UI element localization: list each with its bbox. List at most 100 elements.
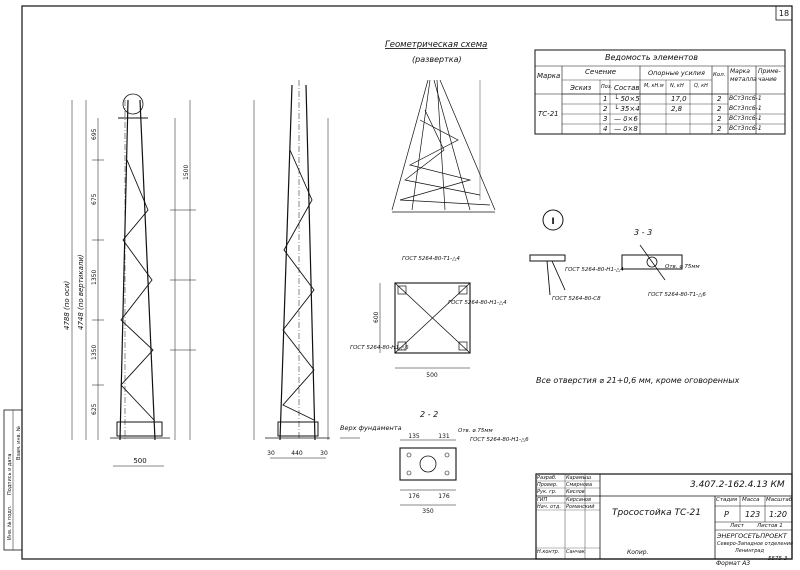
row1-n: 17,0 (671, 95, 687, 103)
dim-plate-350: 350 (422, 508, 434, 515)
view-I-label: I (551, 217, 554, 227)
th-section: Сечение (585, 68, 617, 76)
elements-table-title: Ведомость элементов (605, 53, 698, 62)
sig-role-5: Нач. отд. (537, 504, 561, 510)
dim-plate-131: 131 (438, 433, 450, 440)
side-stamp-replace: Взам. инв. № (16, 425, 22, 460)
sig-role-2: Провер. (537, 482, 558, 488)
dim-695: 695 (91, 128, 98, 140)
row2-pos: 2 (603, 105, 608, 113)
dim-1350-b: 1350 (91, 345, 98, 360)
th-note: Приме-чание (758, 68, 781, 83)
sig-name-2: Смирнова (566, 482, 593, 488)
dim-1500: 1500 (183, 165, 190, 180)
th-m: М, кН.м (644, 83, 664, 89)
dim-440: 440 (291, 450, 303, 457)
row2-comp: └ 35×4 (614, 105, 640, 113)
dim-30-left: 30 (267, 450, 275, 457)
mass-value: 123 (745, 510, 761, 519)
sheet-frame (21, 5, 793, 560)
dim-total-vertical: 4748 (по вертикали) (77, 254, 85, 330)
side-stamp: Инв. № подл. Подпись и дата Взам. инв. № (3, 409, 23, 551)
dim-625: 625 (91, 403, 98, 415)
row-mark-value: ТС-21 (538, 110, 559, 118)
row3-pos: 3 (603, 115, 608, 123)
dim-30-right: 30 (320, 450, 328, 457)
copied-label: Копир. (627, 549, 649, 556)
th-q: Q, кН (694, 83, 708, 89)
th-forces: Опорные усилия (648, 69, 705, 77)
weld-label-7: ГОСТ 5264-80-Н1-△6 (470, 437, 529, 443)
holes-note: Все отверстия ⌀ 21+0,6 мм, кроме оговоре… (536, 376, 740, 385)
weld-label-4: ГОСТ 5264-80-С8 (552, 296, 601, 302)
sig-role-3: Рук. гр. (537, 489, 557, 495)
sig-role-4: ГИП (537, 497, 548, 503)
dim-sec-500: 500 (426, 372, 438, 379)
dim-plate-135: 135 (408, 433, 420, 440)
title-block-grid (535, 473, 793, 560)
scale-label: Масштаб (766, 497, 793, 503)
th-qty: Кол. (713, 72, 726, 78)
hole-note-2: Отв. ⌀ 75мм (458, 428, 493, 434)
sig-name-4: Кирсанов (566, 497, 592, 503)
hole-note-3: Отв. ⌀ 75мм (665, 264, 700, 270)
row3-steel: ВСт3пс6-1 (729, 115, 762, 122)
th-mark: Марка (537, 72, 561, 80)
row4-comp: — δ×8 (614, 125, 638, 133)
weld-label-5: ГОСТ 5264-80-Н1-△4 (565, 267, 624, 273)
row2-n: 2,8 (671, 105, 683, 113)
stage-value: Р (724, 510, 729, 519)
sig-role-6: Н.контр. (537, 549, 560, 555)
plan-section-1 (379, 282, 471, 369)
page-number: 18 (779, 9, 789, 18)
tower-elevation-front (71, 93, 196, 467)
dim-plate-176b: 176 (438, 493, 450, 500)
row4-steel: ВСт3пс6-1 (729, 125, 762, 132)
weld-label-1: ГОСТ 5264-80-Т1-△4 (402, 256, 460, 262)
dim-total-axis: 4788 (по оси) (63, 280, 71, 330)
th-composition: Состав (614, 84, 640, 92)
org-city: Ленинград (735, 548, 764, 554)
row1-comp: └ 50×5 (614, 95, 640, 103)
row1-qty: 2 (717, 95, 722, 103)
section-2-2 (399, 439, 457, 506)
section-2-title: 2 - 2 (420, 410, 438, 419)
drawing-code: 3.407.2-162.4.13 КМ (690, 480, 785, 490)
detail-view-I (529, 209, 566, 296)
row3-comp: — δ×6 (614, 115, 638, 123)
sig-name-3: Кислов (566, 489, 585, 495)
section-3-3 (621, 244, 683, 281)
th-pos: Поз. (601, 84, 613, 90)
weld-label-3: ГОСТ 5264-80-Н1-△6 (350, 345, 409, 351)
note-top-foundation: Верх фундамента (340, 424, 402, 432)
weld-label-6: ГОСТ 5264-80-Т1-△6 (648, 292, 706, 298)
row2-steel: ВСт3пс6-1 (729, 105, 762, 112)
page-number-box (775, 5, 793, 21)
row4-pos: 4 (603, 125, 608, 133)
side-stamp-sign: Подпись и дата (7, 454, 13, 495)
schema-title: Геометрическая схема (385, 40, 487, 50)
row1-steel: ВСт3пс6-1 (729, 95, 762, 102)
weld-label-2: ГОСТ 5264-80-Н1-△4 (448, 300, 507, 306)
sig-role-1: Разраб. (537, 475, 557, 481)
row1-pos: 1 (603, 95, 608, 103)
geometric-schema (391, 79, 496, 213)
dim-base-500: 500 (133, 457, 146, 465)
row4-qty: 2 (717, 125, 722, 133)
sig-name-1: Карамыш (566, 475, 592, 481)
archive-stamp: 5575-3 (768, 556, 788, 562)
sig-name-6: Санчак (566, 549, 585, 555)
schema-subtitle: (развертка) (412, 55, 462, 64)
org-sub: Северо-Западное отделение (717, 541, 794, 547)
sig-name-5: Романский (566, 504, 595, 510)
row2-qty: 2 (717, 105, 722, 113)
drawing-title: Тросостойка ТС-21 (612, 508, 702, 518)
dim-1350-a: 1350 (91, 270, 98, 285)
dim-sec-600: 600 (373, 311, 380, 323)
side-stamp-inv: Инв. № подл. (7, 505, 13, 540)
format-label: Формат А3 (716, 560, 751, 567)
dim-675: 675 (91, 193, 98, 205)
tower-elevation-side (253, 80, 360, 459)
